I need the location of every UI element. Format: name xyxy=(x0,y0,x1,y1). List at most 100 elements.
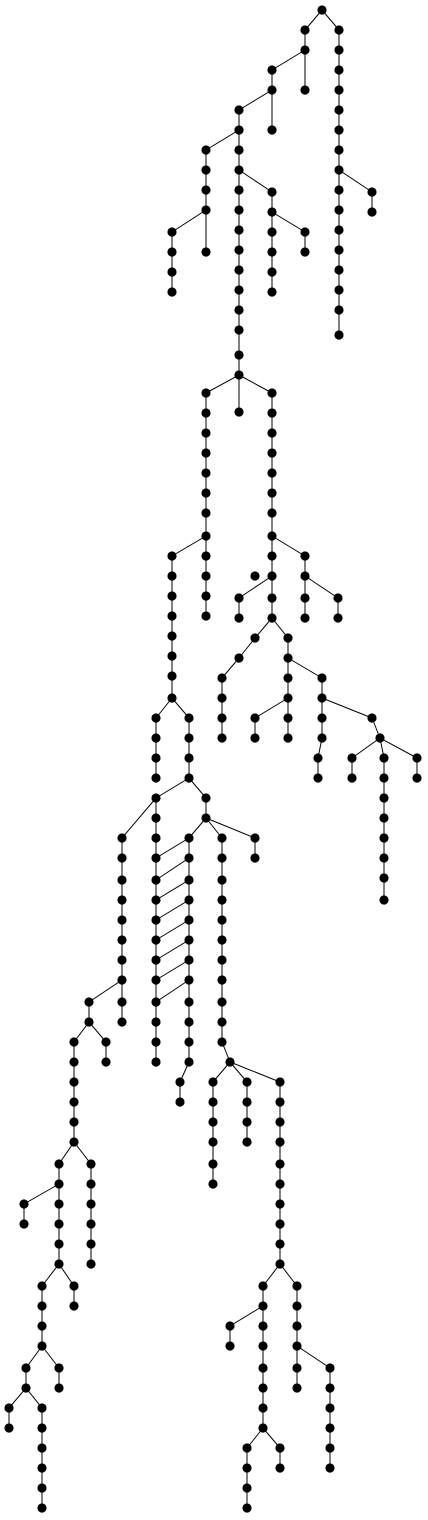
tree-node xyxy=(234,105,244,115)
tree-node xyxy=(313,773,323,783)
tree-edge xyxy=(351,737,381,759)
tree-node xyxy=(325,1383,335,1393)
tree-node xyxy=(334,205,344,215)
tree-node xyxy=(292,1281,302,1291)
tree-node xyxy=(175,1097,185,1107)
tree-node xyxy=(184,833,194,843)
tree-node xyxy=(334,25,344,35)
tree-node xyxy=(217,833,227,843)
tree-node xyxy=(175,1077,185,1087)
tree-node xyxy=(334,85,344,95)
tree-node xyxy=(258,1341,268,1351)
tree-node xyxy=(347,753,357,763)
tree-node xyxy=(54,1179,64,1189)
tree-node xyxy=(217,935,227,945)
tree-edge xyxy=(304,575,339,599)
tree-node xyxy=(167,591,177,601)
tree-node xyxy=(292,1321,302,1331)
tree-node xyxy=(151,833,161,843)
tree-node xyxy=(275,1259,285,1269)
tree-node xyxy=(292,1301,302,1311)
tree-node xyxy=(317,673,327,683)
tree-node xyxy=(151,713,161,723)
tree-node xyxy=(167,651,177,661)
tree-node xyxy=(234,325,244,335)
tree-node xyxy=(151,813,161,823)
tree-node xyxy=(167,571,177,581)
tree-node xyxy=(379,813,389,823)
tree-node xyxy=(234,225,244,235)
tree-node xyxy=(267,593,277,603)
tree-node xyxy=(151,1057,161,1067)
tree-node xyxy=(151,955,161,965)
tree-node xyxy=(250,713,260,723)
tree-node xyxy=(167,227,177,237)
tree-edge xyxy=(338,169,373,193)
tree-node xyxy=(217,853,227,863)
tree-node xyxy=(242,1097,252,1107)
tree-node xyxy=(275,1077,285,1087)
tree-node xyxy=(201,571,211,581)
tree-node xyxy=(317,5,327,15)
tree-node xyxy=(184,753,194,763)
tree-edge xyxy=(279,1263,298,1287)
tree-node xyxy=(184,915,194,925)
tree-node xyxy=(201,145,211,155)
tree-node xyxy=(37,1423,47,1433)
tree-node xyxy=(151,793,161,803)
tree-node xyxy=(217,895,227,905)
tree-node xyxy=(86,1239,96,1249)
tree-node xyxy=(267,468,277,478)
tree-node xyxy=(267,187,277,197)
tree-node xyxy=(4,1423,14,1433)
tree-node xyxy=(117,853,127,863)
tree-node xyxy=(201,185,211,195)
tree-node xyxy=(334,265,344,275)
tree-node xyxy=(234,165,244,175)
tree-node xyxy=(117,975,127,985)
tree-node xyxy=(258,1383,268,1393)
tree-node xyxy=(234,145,244,155)
tree-node xyxy=(54,1199,64,1209)
tree-node xyxy=(300,247,310,257)
tree-node xyxy=(333,613,343,623)
tree-node xyxy=(334,105,344,115)
tree-node xyxy=(151,895,161,905)
tree-node xyxy=(37,1403,47,1413)
tree-node xyxy=(234,125,244,135)
tree-node xyxy=(300,613,310,623)
tree-node xyxy=(379,833,389,843)
tree-node xyxy=(86,1199,96,1209)
tree-node xyxy=(37,1483,47,1493)
tree-node xyxy=(267,388,277,398)
tree-node xyxy=(101,1057,111,1067)
tree-node xyxy=(37,1463,47,1473)
tree-node xyxy=(292,1363,302,1373)
tree-node xyxy=(325,1403,335,1413)
tree-edge xyxy=(88,979,123,1003)
tree-node xyxy=(54,1383,64,1393)
tree-node xyxy=(37,1301,47,1311)
tree-node xyxy=(201,488,211,498)
tree-node xyxy=(69,1117,79,1127)
tree-node xyxy=(334,165,344,175)
tree-node xyxy=(84,1017,94,1027)
tree-node xyxy=(151,733,161,743)
tree-node xyxy=(201,531,211,541)
tree-node xyxy=(234,245,244,255)
tree-node xyxy=(367,207,377,217)
tree-node xyxy=(184,875,194,885)
tree-node xyxy=(267,508,277,518)
tree-node xyxy=(267,488,277,498)
tree-node xyxy=(234,265,244,275)
tree-node xyxy=(201,388,211,398)
tree-edge xyxy=(155,979,190,1003)
tree-node xyxy=(54,1159,64,1169)
tree-node xyxy=(242,1483,252,1493)
tree-node xyxy=(184,1057,194,1067)
tree-node xyxy=(325,1463,335,1473)
tree-node xyxy=(275,1097,285,1107)
tree-node xyxy=(54,1219,64,1229)
tree-node xyxy=(275,1219,285,1229)
tree-node xyxy=(217,1037,227,1047)
